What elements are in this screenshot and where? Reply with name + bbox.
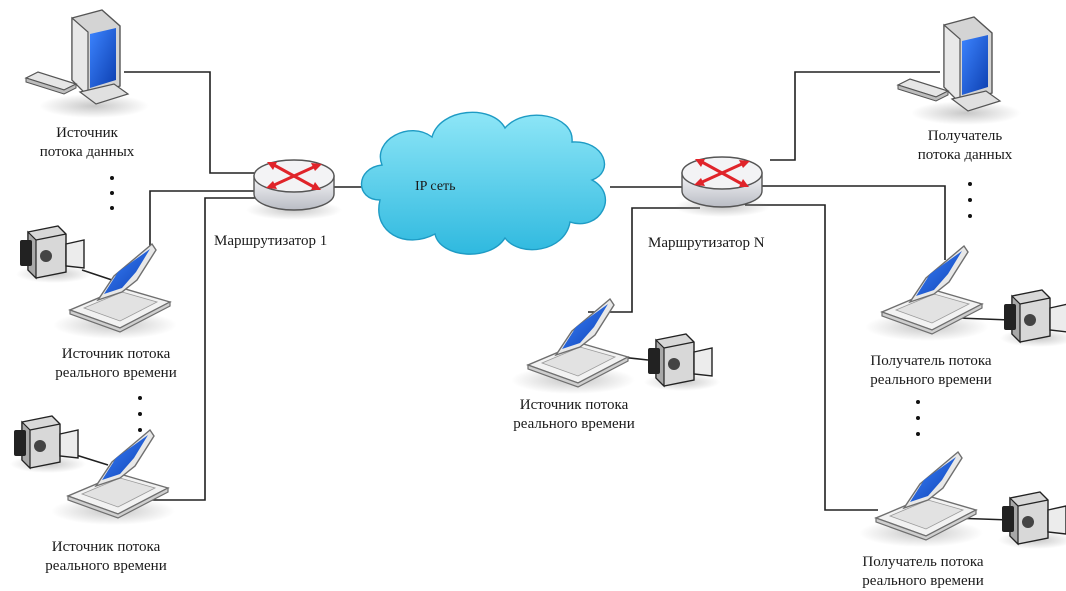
- link-rt-receiver-1: [762, 185, 946, 260]
- rt-source-2-label: Источник потока реального времени: [45, 539, 167, 574]
- rt-source-right-label: Источник потока реального времени: [513, 397, 635, 432]
- cloud-label: IP сеть: [415, 179, 456, 194]
- rt-receiver-1-label: Получатель потока реального времени: [870, 353, 992, 388]
- link-data-source: [124, 71, 255, 174]
- laptop-icon: [510, 298, 636, 395]
- data-source-label: Источник потока данных: [39, 125, 135, 160]
- link-rt-source-right: [588, 207, 700, 313]
- camera-icon: [15, 225, 93, 284]
- rt-source-1-label: Источник потока реального времени: [55, 346, 177, 381]
- router-1-label: Маршрутизатор 1: [214, 233, 328, 249]
- camera-icon: [997, 491, 1066, 550]
- link-data-receiver: [770, 71, 940, 161]
- router-1-icon: [244, 158, 344, 222]
- camera-icon: [9, 415, 87, 474]
- laptop-icon: [858, 451, 984, 548]
- link-rt-source-2: [140, 197, 258, 501]
- camera-icon: [643, 333, 721, 392]
- rt-receiver-2-label: Получатель потока реального времени: [862, 554, 984, 589]
- desktop-receiver-icon: [897, 16, 1022, 126]
- ip-network-cloud: [360, 111, 607, 255]
- laptop-icon: [864, 245, 990, 342]
- data-receiver-label: Получатель потока данных: [917, 128, 1013, 163]
- router-n-label: Маршрутизатор N: [648, 235, 765, 251]
- router-n-icon: [672, 155, 772, 219]
- link-rt-receiver-2: [745, 204, 878, 511]
- camera-icon: [999, 289, 1066, 348]
- desktop-source-icon: [25, 9, 150, 119]
